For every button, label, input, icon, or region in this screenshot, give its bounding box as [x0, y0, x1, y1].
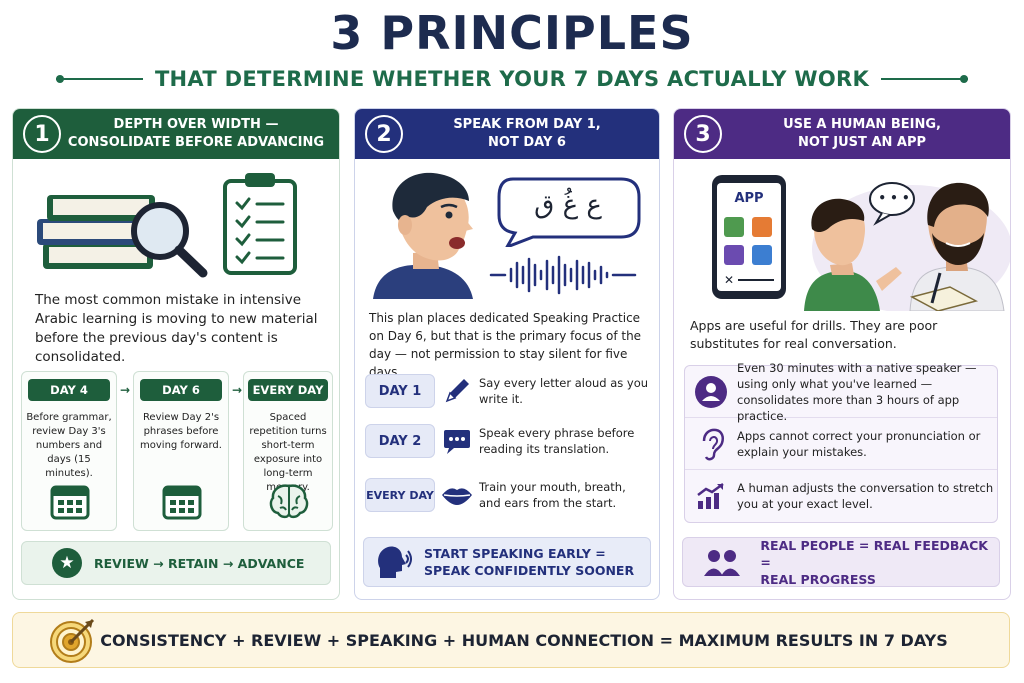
banner-line: SPEAK CONFIDENTLY SOONER — [424, 563, 635, 578]
target-arrow-icon — [50, 618, 95, 663]
point-text: A human adjusts the conversation to stre… — [737, 481, 994, 511]
principle-2-header: 2 SPEAK FROM DAY 1, NOT DAY 6 — [355, 109, 659, 159]
arabic-letters: ع غُ ق — [534, 190, 602, 220]
principle-3-header: 3 USE A HUMAN BEING, NOT JUST AN APP — [674, 109, 1010, 159]
principle-2-number: 2 — [365, 115, 403, 153]
person-icon — [685, 375, 737, 409]
point-adjusts-level: A human adjusts the conversation to stre… — [685, 470, 997, 522]
page-subtitle: THAT DETERMINE WHETHER YOUR 7 DAYS ACTUA… — [154, 67, 870, 91]
principle-1-header: 1 DEPTH OVER WIDTH — CONSOLIDATE BEFORE … — [13, 109, 339, 159]
day-tag: DAY 4 — [28, 379, 110, 401]
calendar-icon — [162, 485, 202, 520]
clipboard-checklist-icon — [223, 173, 297, 275]
divider-left — [56, 75, 143, 83]
principle-2-body: This plan places dedicated Speaking Prac… — [369, 311, 642, 379]
flow-arrow: → — [232, 383, 243, 397]
principle-3-body: Apps are useful for drills. They are poo… — [690, 318, 938, 351]
principle-card-2: 2 SPEAK FROM DAY 1, NOT DAY 6 ع غُ ق Thi… — [354, 108, 660, 600]
speaking-person-icon — [373, 172, 473, 299]
point-pronunciation: Apps cannot correct your pronunciation o… — [685, 418, 997, 470]
speaking-head-icon — [378, 546, 412, 578]
phone-label: APP — [734, 191, 764, 206]
principle-1-heading: DEPTH OVER WIDTH — CONSOLIDATE BEFORE AD… — [61, 116, 339, 152]
principle-3-banner: REAL PEOPLE = REAL FEEDBACK = REAL PROGR… — [682, 537, 1000, 587]
day-tag: DAY 1 — [365, 374, 435, 408]
growth-chart-icon — [685, 481, 737, 511]
day-text: Before grammar, review Day 3's numbers a… — [26, 412, 112, 479]
principle-3-number: 3 — [684, 115, 722, 153]
principle-3-banner-text: REAL PEOPLE = REAL FEEDBACK = REAL PROGR… — [760, 537, 999, 588]
day-card-day-4: DAY 4 Before grammar, review Day 3's num… — [21, 371, 117, 531]
banner-line: REAL PROGRESS — [760, 571, 876, 587]
day-text: Review Day 2's phrases before moving for… — [140, 412, 222, 451]
day-tag: EVERY DAY — [248, 379, 328, 401]
soundwave-icon — [489, 255, 637, 295]
principle-3-heading: USE A HUMAN BEING, NOT JUST AN APP — [722, 116, 1010, 152]
flow-arrow: → — [120, 383, 131, 397]
principle-3-heading-line2: NOT JUST AN APP — [797, 135, 927, 150]
principle-1-banner-text: REVIEW → RETAIN → ADVANCE — [94, 555, 305, 571]
point-text: Apps cannot correct your pronunciation o… — [737, 428, 981, 459]
day-tag: EVERY DAY — [365, 478, 435, 512]
day-card-every-day: EVERY DAY Spaced repetition turns short-… — [243, 371, 333, 531]
banner-line: REAL PEOPLE = REAL FEEDBACK = — [760, 537, 988, 570]
svg-text:✕: ✕ — [724, 273, 734, 287]
thought-bubble-dots: • • • — [878, 191, 910, 205]
speaking-row-day-1: DAY 1 Say every letter aloud as you writ… — [365, 369, 651, 413]
page-title: 3 PRINCIPLES — [330, 6, 694, 60]
speech-bubble-icon — [497, 177, 641, 247]
principle-card-3: 3 USE A HUMAN BEING, NOT JUST AN APP ✕ A… — [673, 108, 1011, 600]
principle-2-banner-text: START SPEAKING EARLY = SPEAK CONFIDENTLY… — [424, 545, 634, 579]
day-tag: DAY 6 — [140, 379, 222, 401]
pen-icon — [435, 376, 479, 406]
conversation-people-icon — [804, 182, 1010, 311]
principle-3-heading-line1: USE A HUMAN BEING, — [783, 117, 941, 132]
principle-2-banner: START SPEAKING EARLY = SPEAK CONFIDENTLY… — [363, 537, 651, 587]
principle-1-heading-line1: DEPTH OVER WIDTH — — [113, 117, 279, 132]
day-text: Spaced repetition turns short-term expos… — [249, 412, 327, 493]
day-card-day-6: DAY 6 Review Day 2's phrases before movi… — [133, 371, 229, 531]
lips-icon — [435, 483, 479, 507]
principle-3-points: Even 30 minutes with a native speaker — … — [684, 361, 998, 523]
principle-2-heading-line1: SPEAK FROM DAY 1, — [453, 117, 601, 132]
row-text: Train your mouth, breath, and ears from … — [479, 480, 626, 510]
day-tag: DAY 2 — [365, 424, 435, 458]
people-group-icon — [704, 550, 740, 576]
principle-1-number: 1 — [23, 115, 61, 153]
calendar-icon — [50, 485, 90, 520]
footer-text: CONSISTENCY + REVIEW + SPEAKING + HUMAN … — [100, 630, 948, 650]
principle-1-banner: ★ REVIEW → RETAIN → ADVANCE — [21, 541, 331, 585]
speaking-row-day-2: DAY 2 Speak every phrase before reading … — [365, 419, 651, 463]
principle-2-heading-line2: NOT DAY 6 — [488, 135, 566, 150]
principle-1-heading-line2: CONSOLIDATE BEFORE ADVANCING — [67, 135, 325, 150]
principle-1-body: The most common mistake in intensive Ara… — [35, 292, 318, 365]
principle-card-1: 1 DEPTH OVER WIDTH — CONSOLIDATE BEFORE … — [12, 108, 340, 600]
point-native-speaker: Even 30 minutes with a native speaker — … — [685, 361, 997, 423]
divider-right — [881, 75, 969, 83]
ear-icon — [685, 427, 737, 461]
magnifier-icon — [131, 202, 208, 278]
banner-line: START SPEAKING EARLY = — [424, 546, 606, 561]
chat-bubble-icon — [435, 426, 479, 456]
speaking-row-every-day: EVERY DAY Train your mouth, breath, and … — [365, 473, 651, 517]
brain-icon — [269, 484, 309, 519]
principle-2-heading: SPEAK FROM DAY 1, NOT DAY 6 — [403, 116, 659, 152]
summary-footer: CONSISTENCY + REVIEW + SPEAKING + HUMAN … — [12, 612, 1010, 668]
star-icon: ★ — [52, 548, 82, 578]
subtitle-row: THAT DETERMINE WHETHER YOUR 7 DAYS ACTUA… — [56, 64, 969, 94]
row-text: Say every letter aloud as you write it. — [479, 376, 649, 406]
books-icon — [37, 195, 208, 278]
phone-icon: ✕ — [712, 175, 786, 299]
row-text: Speak every phrase before reading its tr… — [479, 426, 635, 456]
point-text: Even 30 minutes with a native speaker — … — [737, 360, 977, 423]
